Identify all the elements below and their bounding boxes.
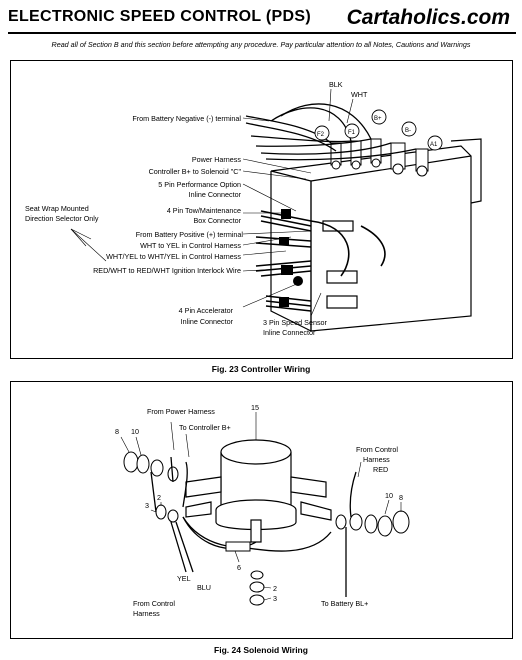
figure-24-caption: Fig. 24 Solenoid Wiring: [214, 645, 308, 655]
label-a1: A1: [430, 142, 438, 148]
battery-cables: [245, 103, 417, 161]
safety-notice: Read all of Section B and this section b…: [51, 40, 471, 49]
brand-logo: Cartaholics.com: [346, 6, 510, 29]
label-to-battery: To Battery BL+: [321, 599, 368, 608]
label-4pin-tow-line1: 4 Pin Tow/Maintenance: [167, 206, 241, 215]
solenoid-wiring-figure: 15 8 10 From Power Harness To Controller…: [10, 381, 513, 639]
label-bplus: B+: [374, 116, 382, 122]
label-5pin-line2: Inline Connector: [189, 190, 242, 199]
label-power-harness: Power Harness: [192, 155, 242, 164]
label-8-right: 8: [399, 493, 403, 502]
inline-connectors: [279, 209, 303, 307]
label-2-left: 2: [157, 493, 161, 502]
label-accelerator-line1: 4 Pin Accelerator: [179, 306, 234, 315]
label-from-control-bottom-line2: Harness: [133, 609, 160, 618]
label-battery-negative: From Battery Negative (-) terminal: [132, 114, 241, 123]
left-hardware: [123, 451, 179, 523]
label-8-left: 8: [115, 427, 119, 436]
label-redwht: RED/WHT to RED/WHT Ignition Interlock Wi…: [93, 266, 241, 275]
label-controller-bplus: Controller B+ to Solenoid "C": [149, 167, 242, 176]
label-3-left: 3: [145, 501, 149, 510]
page-header: ELECTRONIC SPEED CONTROL (PDS) Cartaholi…: [0, 0, 522, 34]
label-accelerator-line2: Inline Connector: [181, 317, 234, 326]
section-title: ELECTRONIC SPEED CONTROL (PDS): [8, 8, 311, 25]
label-speed-sensor-line2: Inline Connector: [263, 328, 316, 337]
figure-23-caption: Fig. 23 Controller Wiring: [211, 364, 311, 374]
label-f2: F2: [317, 132, 325, 138]
right-hardware: [249, 510, 410, 606]
label-seat-wrap-line2: Direction Selector Only: [25, 214, 99, 223]
label-blu: BLU: [197, 583, 211, 592]
leader-lines: [70, 88, 354, 317]
label-6: 6: [237, 563, 241, 572]
solenoid-wires: [150, 456, 357, 597]
leader-lines: [120, 412, 402, 601]
label-wht-yel: WHT to YEL in Control Harness: [140, 241, 241, 250]
label-from-control-line2: Harness: [363, 455, 390, 464]
label-yel: YEL: [177, 574, 191, 583]
label-10-left: 10: [131, 427, 139, 436]
solenoid-wiring-diagram: 15 8 10 From Power Harness To Controller…: [115, 403, 410, 618]
inline-diode: [225, 541, 251, 552]
controller-wiring-figure: BLK WHT B+ B- A1 F1 F2 From Battery Nega…: [10, 60, 513, 359]
terminal-callouts: [314, 109, 443, 151]
label-3-bottom: 3: [273, 594, 277, 603]
label-10-right: 10: [385, 491, 393, 500]
label-seat-wrap-line1: Seat Wrap Mounted: [25, 204, 89, 213]
label-f1: F1: [348, 130, 356, 136]
controller-wiring-diagram: BLK WHT B+ B- A1 F1 F2 From Battery Nega…: [25, 80, 482, 337]
controller-box: [270, 138, 482, 332]
label-whtyel: WHT/YEL to WHT/YEL in Control Harness: [106, 252, 241, 261]
header-rule: [8, 32, 516, 34]
label-15: 15: [251, 403, 259, 412]
label-blk: BLK: [329, 80, 343, 89]
label-5pin-line1: 5 Pin Performance Option: [158, 180, 241, 189]
label-speed-sensor-line1: 3 Pin Speed Sensor: [263, 318, 328, 327]
label-from-control-line1: From Control: [356, 445, 398, 454]
label-red: RED: [373, 465, 388, 474]
label-from-power-harness: From Power Harness: [147, 407, 215, 416]
label-to-controller-bplus: To Controller B+: [179, 423, 231, 432]
solenoid-body: [185, 439, 332, 543]
label-wht: WHT: [351, 90, 368, 99]
controller-terminals: [330, 138, 429, 177]
label-from-control-bottom-line1: From Control: [133, 599, 175, 608]
label-battery-positive: From Battery Positive (+) terminal: [136, 230, 244, 239]
label-4pin-tow-line2: Box Connector: [193, 216, 241, 225]
label-2-bottom: 2: [273, 584, 277, 593]
label-bminus: B-: [405, 128, 411, 134]
